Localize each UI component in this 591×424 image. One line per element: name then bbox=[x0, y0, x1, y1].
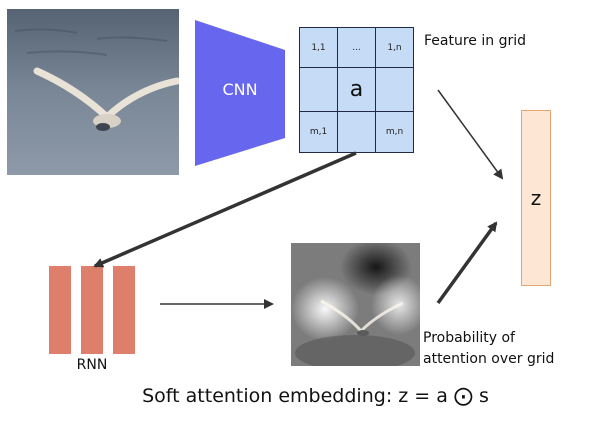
rnn-bar-3 bbox=[113, 266, 135, 354]
grid-cell-1-1: 1,1 bbox=[311, 42, 326, 53]
attention-caption-line-2: attention over grid bbox=[423, 351, 555, 367]
z-label: z bbox=[530, 186, 542, 210]
rnn-bar-2 bbox=[81, 266, 103, 354]
attention-map-image bbox=[291, 243, 420, 366]
grid-cell-m-1: m,1 bbox=[309, 127, 328, 137]
z-box bbox=[521, 110, 551, 286]
attention-caption-line-1: Probability of bbox=[423, 330, 515, 346]
cnn-block bbox=[195, 20, 285, 166]
grid-cell-ellipsis: ... bbox=[352, 42, 361, 53]
grid-to-rnn-arrow bbox=[93, 151, 357, 268]
input-bird-image bbox=[7, 9, 179, 175]
grid-cell-a: a bbox=[349, 77, 364, 102]
grid-cell-1-n: 1,n bbox=[387, 42, 402, 53]
attention-to-z-arrow bbox=[436, 221, 498, 305]
attention-caption: Probability of attention over grid bbox=[423, 328, 554, 370]
feature-grid: 1,1 ... 1,n a m,1 m,n bbox=[299, 27, 414, 153]
formula-text: Soft attention embedding: z = a ⨀ s bbox=[142, 385, 489, 407]
cnn-label: CNN bbox=[222, 80, 258, 99]
grid-cell-m-n: m,n bbox=[385, 127, 404, 137]
rnn-label: RNN bbox=[76, 357, 108, 373]
rnn-bar-1 bbox=[49, 266, 71, 354]
grid-to-z-arrow bbox=[437, 89, 504, 180]
feature-grid-title: Feature in grid bbox=[424, 33, 526, 49]
